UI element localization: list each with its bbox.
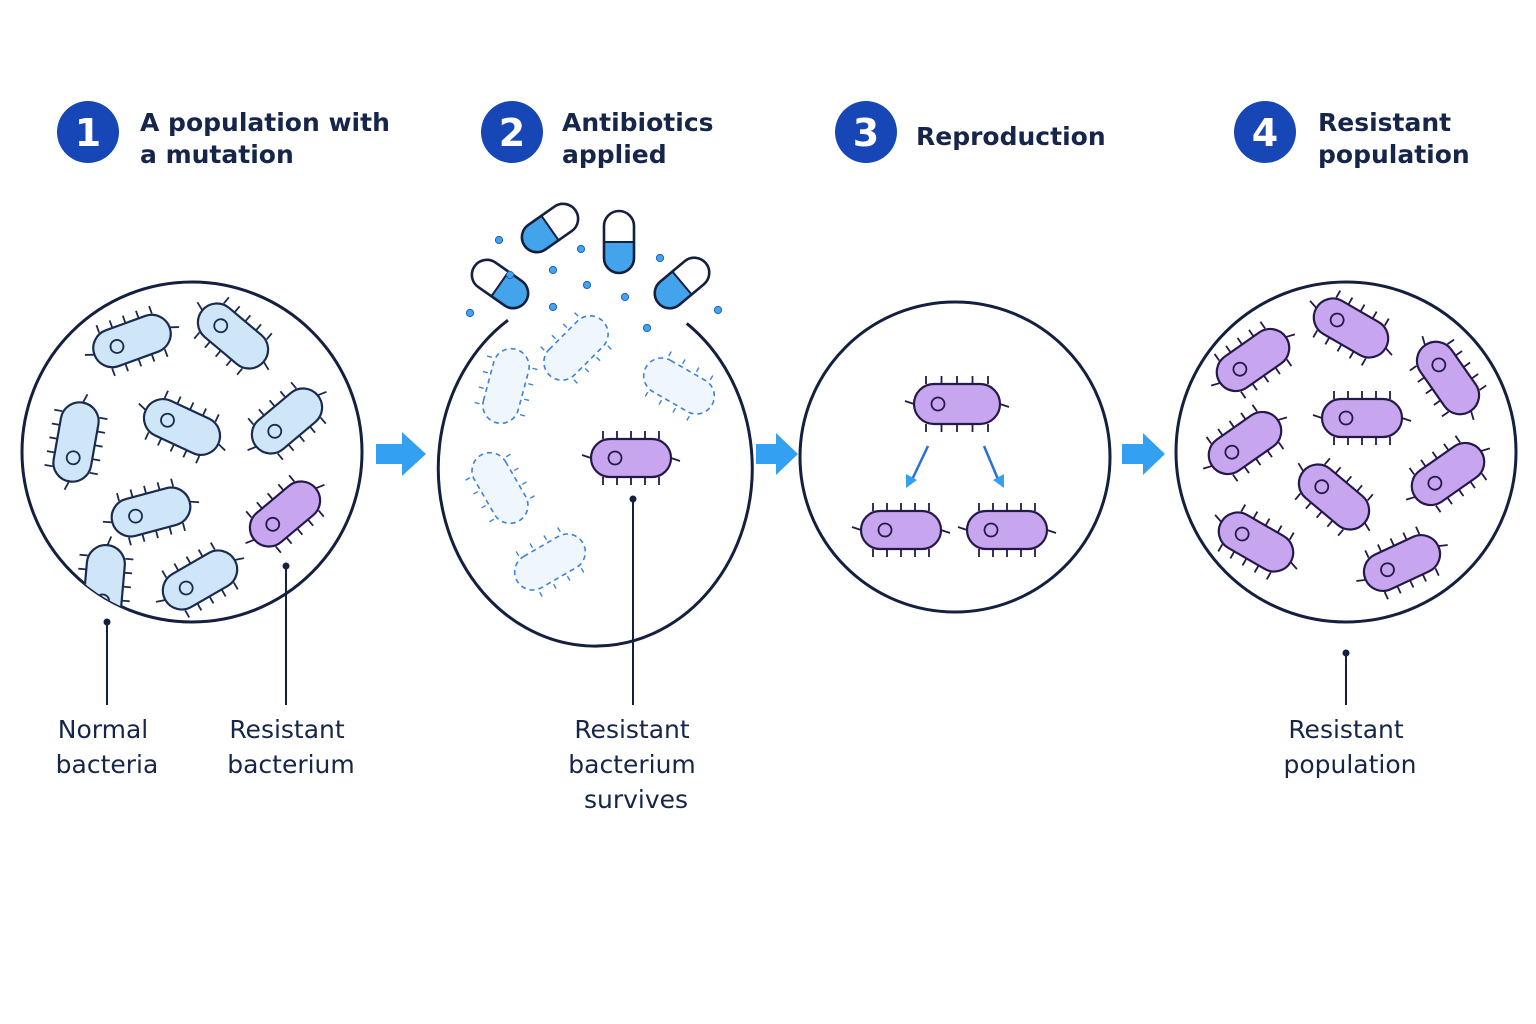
resistant-bacterium: [1202, 404, 1288, 482]
step-1-badge: [57, 101, 119, 163]
step-4-title-line-1: Resistant: [1318, 108, 1451, 137]
step-2-title: Antibiotics applied: [562, 108, 722, 169]
resistant-bacterium: [1312, 391, 1412, 445]
antibiotic-particle: [582, 280, 592, 290]
division-arrow-left-head: [906, 474, 917, 488]
antibiotic-particle: [713, 305, 723, 315]
resistant-bacterium: [1309, 290, 1393, 366]
normal-bacterium: [84, 305, 180, 377]
callout-survivor: Resistant bacterium survives: [568, 495, 704, 814]
normal-bacterium: [247, 381, 327, 461]
antibiotic-particle: [576, 244, 586, 254]
step-3-number: 3: [853, 111, 879, 155]
dead-bacterium: [540, 312, 612, 384]
step-1-number: 1: [75, 111, 101, 155]
normal-bacterium: [193, 296, 273, 376]
step-3-title: Reproduction: [916, 122, 1106, 151]
normal-bacterium: [155, 542, 245, 618]
resistant-bacterium: [1294, 457, 1374, 537]
step-4-number: 4: [1252, 111, 1278, 155]
antibiotic-pill-icon: [602, 209, 636, 275]
resistant-bacterium: [1405, 435, 1491, 513]
antibiotic-pill-icon: [648, 251, 716, 315]
resistant-bacterium: [1214, 504, 1298, 580]
antibiotic-particle: [642, 323, 652, 333]
step-3-title-line-1: Reproduction: [916, 122, 1106, 151]
daughter-resistant-bacterium: [957, 503, 1057, 557]
dead-bacterium: [465, 451, 535, 525]
surviving-resistant-bacterium: [581, 431, 681, 485]
panel-2-circle: [436, 318, 754, 648]
panel-3-circle: [798, 300, 1112, 614]
dead-bacterium: [642, 351, 716, 421]
flow-arrow-1-icon: [376, 432, 426, 476]
step-4-title: Resistant population: [1318, 108, 1470, 169]
step-3-badge: [835, 101, 897, 163]
step-4-badge: [1234, 101, 1296, 163]
antibiotic-particle: [494, 235, 504, 245]
parent-resistant-bacterium: [904, 376, 1010, 432]
normal-bacterium: [44, 393, 108, 491]
step-4-title-line-2: population: [1318, 140, 1470, 169]
antibiotic-particle: [655, 253, 665, 263]
daughter-resistant-bacterium: [851, 503, 951, 557]
antibiotic-particle: [505, 270, 515, 280]
step-2-header: 2 Antibiotics applied: [481, 101, 722, 169]
panel-4-circle: [1174, 280, 1518, 624]
antibiotic-particle: [620, 292, 630, 302]
step-2-badge: [481, 101, 543, 163]
step-1-header: 1 A population with a mutation: [57, 101, 399, 169]
step-2-number: 2: [499, 111, 525, 155]
flow-arrow-2-icon: [756, 433, 798, 475]
resistant-bacterium: [1210, 321, 1296, 399]
dead-bacterium: [474, 347, 538, 425]
callout-normal-bacteria-label: Normal bacteria: [56, 715, 159, 779]
callout-resistant-bacterium-label: Resistant bacterium: [227, 715, 355, 779]
step-1-title-line-2: a mutation: [140, 140, 294, 169]
panel-1: [20, 280, 364, 624]
callout-survivor-label: Resistant bacterium survives: [568, 715, 704, 814]
dead-bacterium: [513, 527, 587, 597]
flow-arrow-3-icon: [1122, 433, 1165, 475]
step-2-title-line-2: applied: [562, 140, 667, 169]
resistant-bacterium: [1356, 526, 1448, 600]
antibiotic-particle: [548, 302, 558, 312]
normal-bacterium: [102, 478, 200, 546]
antibiotic-pill-icon: [466, 253, 534, 315]
step-4-header: 4 Resistant population: [1234, 101, 1470, 169]
callout-resistant-population-label: Resistant population: [1283, 715, 1416, 779]
division-arrow-right-head: [993, 474, 1004, 488]
resistant-bacterium: [245, 474, 325, 554]
step-3-header: 3 Reproduction: [835, 101, 1106, 163]
resistant-bacterium: [1409, 335, 1487, 421]
antibiotic-pill-icon: [516, 197, 584, 259]
antibiotic-particle: [465, 308, 475, 318]
callout-resistant-bacterium: Resistant bacterium: [227, 562, 355, 779]
callout-normal-bacteria: Normal bacteria: [56, 618, 159, 779]
callout-resistant-population: Resistant population: [1283, 649, 1417, 779]
panel-2: [436, 197, 754, 648]
antibiotic-particle: [548, 265, 558, 275]
division-arrow-left: [908, 445, 930, 485]
normal-bacterium: [138, 390, 226, 464]
step-1-title: A population with a mutation: [140, 108, 399, 169]
panel-3: [798, 300, 1112, 614]
panel-4: [1174, 280, 1518, 624]
step-2-title-line-1: Antibiotics: [562, 108, 714, 137]
step-1-title-line-1: A population with: [140, 108, 390, 137]
